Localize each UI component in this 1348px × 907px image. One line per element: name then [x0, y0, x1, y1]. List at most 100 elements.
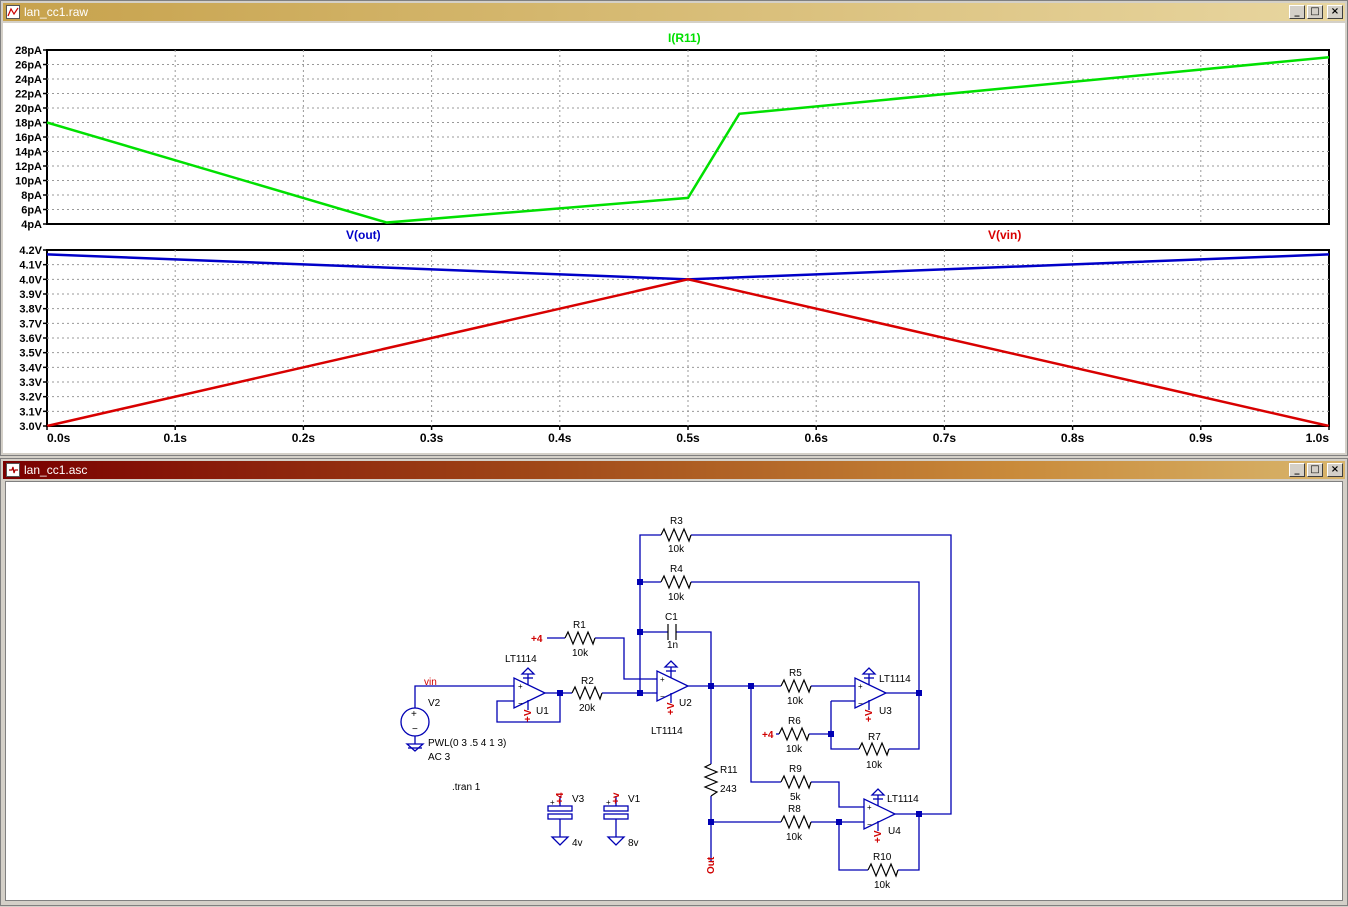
r4-value[interactable]: 10k [668, 592, 685, 603]
legend-V(out)[interactable]: V(out) [346, 228, 381, 242]
minimize-button[interactable]: _ [1289, 463, 1305, 477]
y-tick-label: 3.4V [19, 362, 42, 374]
schematic-titlebar[interactable]: lan_cc1.asc _ □ × [3, 461, 1345, 479]
v3-net-label: +4 [555, 792, 566, 804]
u3-model[interactable]: LT1114 [879, 674, 911, 685]
schematic-canvas[interactable]: + − + − + − + − + − + + [5, 481, 1343, 901]
r11-value[interactable]: 243 [720, 784, 737, 795]
v1-value[interactable]: 8v [628, 838, 639, 849]
y-tick-label: 3.5V [19, 348, 42, 360]
u2-supply-label: +V [666, 702, 677, 715]
y-tick-label: 22pA [15, 89, 42, 101]
u3-label[interactable]: U3 [879, 706, 892, 717]
u4-supply-label: +V [873, 830, 884, 843]
x-tick-label: 0.7s [933, 431, 957, 445]
vin-net-label: vin [424, 677, 437, 688]
waveform-window-title: lan_cc1.raw [24, 5, 89, 19]
y-tick-label: 26pA [15, 60, 42, 72]
y-tick-label: 3.1V [19, 406, 42, 418]
v1-net-label: +v [611, 792, 622, 804]
svg-text:−: − [518, 699, 523, 708]
r5-label[interactable]: R5 [789, 668, 802, 679]
u2-label[interactable]: U2 [679, 698, 692, 709]
x-tick-label: 0.1s [164, 431, 188, 445]
r1-net-label: +4 [531, 634, 543, 645]
svg-text:+: + [550, 798, 555, 807]
v1-label[interactable]: V1 [628, 794, 641, 805]
x-tick-label: 0.9s [1189, 431, 1213, 445]
x-tick-label: 0.6s [805, 431, 829, 445]
v3-value[interactable]: 4v [572, 838, 583, 849]
r3-value[interactable]: 10k [668, 544, 685, 555]
r10-label[interactable]: R10 [873, 852, 892, 863]
y-tick-label: 18pA [15, 118, 42, 130]
r9-label[interactable]: R9 [789, 764, 802, 775]
tran-directive[interactable]: .tran 1 [452, 782, 481, 793]
svg-text:−: − [858, 699, 863, 708]
legend-V(vin)[interactable]: V(vin) [988, 228, 1021, 242]
c1-value[interactable]: 1n [667, 640, 678, 651]
y-tick-label: 4pA [21, 219, 42, 231]
u2-model[interactable]: LT1114 [651, 726, 683, 737]
svg-text:+: + [660, 675, 665, 684]
u4-label[interactable]: U4 [888, 826, 901, 837]
waveform-plots[interactable]: 28pA26pA24pA22pA20pA18pA16pA14pA12pA10pA… [3, 23, 1347, 453]
r6-value[interactable]: 10k [786, 744, 803, 755]
waveform-window-icon [6, 5, 20, 19]
y-tick-label: 3.8V [19, 304, 42, 316]
legend-I(R11)[interactable]: I(R11) [668, 31, 701, 45]
u4-model[interactable]: LT1114 [887, 794, 919, 805]
r1-label[interactable]: R1 [573, 620, 586, 631]
y-tick-label: 16pA [15, 132, 42, 144]
v2-ac-value[interactable]: AC 3 [428, 752, 451, 763]
svg-text:−: − [660, 692, 665, 701]
svg-text:−: − [412, 724, 418, 735]
r8-value[interactable]: 10k [786, 832, 803, 843]
series-line-I(R11)[interactable] [46, 56, 1330, 224]
schematic-drawing[interactable]: + − + − + − + − + − + + [6, 482, 1344, 902]
r3-label[interactable]: R3 [670, 516, 683, 527]
plot-pane-2[interactable]: 4.2V4.1V4.0V3.9V3.8V3.7V3.6V3.5V3.4V3.3V… [19, 228, 1330, 433]
u1-model[interactable]: LT1114 [505, 654, 537, 665]
y-tick-label: 24pA [15, 74, 42, 86]
r1-value[interactable]: 10k [572, 648, 589, 659]
v3-label[interactable]: V3 [572, 794, 585, 805]
r4-label[interactable]: R4 [670, 564, 683, 575]
v2-value[interactable]: PWL(0 3 .5 4 1 3) [428, 738, 506, 749]
r7-label[interactable]: R7 [868, 732, 881, 743]
y-tick-label: 3.3V [19, 377, 42, 389]
u1-supply-label: +V [523, 709, 534, 722]
series-line-V(vin)[interactable] [46, 278, 1330, 428]
schematic-window: lan_cc1.asc _ □ × [0, 458, 1348, 906]
r10-value[interactable]: 10k [874, 880, 891, 891]
r5-value[interactable]: 10k [787, 696, 804, 707]
close-button[interactable]: × [1327, 463, 1343, 477]
minimize-button[interactable]: _ [1289, 5, 1305, 19]
y-tick-label: 4.1V [19, 260, 42, 272]
r11-label[interactable]: R11 [720, 765, 738, 776]
r8-label[interactable]: R8 [788, 804, 801, 815]
maximize-button[interactable]: □ [1307, 5, 1323, 19]
c1-label[interactable]: C1 [665, 612, 678, 623]
plot-pane-1[interactable]: 28pA26pA24pA22pA20pA18pA16pA14pA12pA10pA… [15, 31, 1330, 231]
maximize-button[interactable]: □ [1307, 463, 1323, 477]
y-tick-label: 4.2V [19, 245, 42, 257]
schematic-window-title: lan_cc1.asc [24, 463, 88, 477]
r7-value[interactable]: 10k [866, 760, 883, 771]
r6-net-label: +4 [762, 730, 774, 741]
svg-text:+: + [606, 798, 611, 807]
waveform-titlebar[interactable]: lan_cc1.raw _ □ × [3, 3, 1345, 21]
u1-label[interactable]: U1 [536, 706, 549, 717]
v2-label[interactable]: V2 [428, 698, 441, 709]
r2-label[interactable]: R2 [581, 676, 594, 687]
y-tick-label: 4.0V [19, 274, 42, 286]
y-tick-label: 10pA [15, 176, 42, 188]
r9-value[interactable]: 5k [790, 792, 802, 803]
r2-value[interactable]: 20k [579, 703, 596, 714]
svg-text:+: + [858, 682, 863, 691]
r6-label[interactable]: R6 [788, 716, 801, 727]
close-button[interactable]: × [1327, 5, 1343, 19]
y-tick-label: 20pA [15, 103, 42, 115]
